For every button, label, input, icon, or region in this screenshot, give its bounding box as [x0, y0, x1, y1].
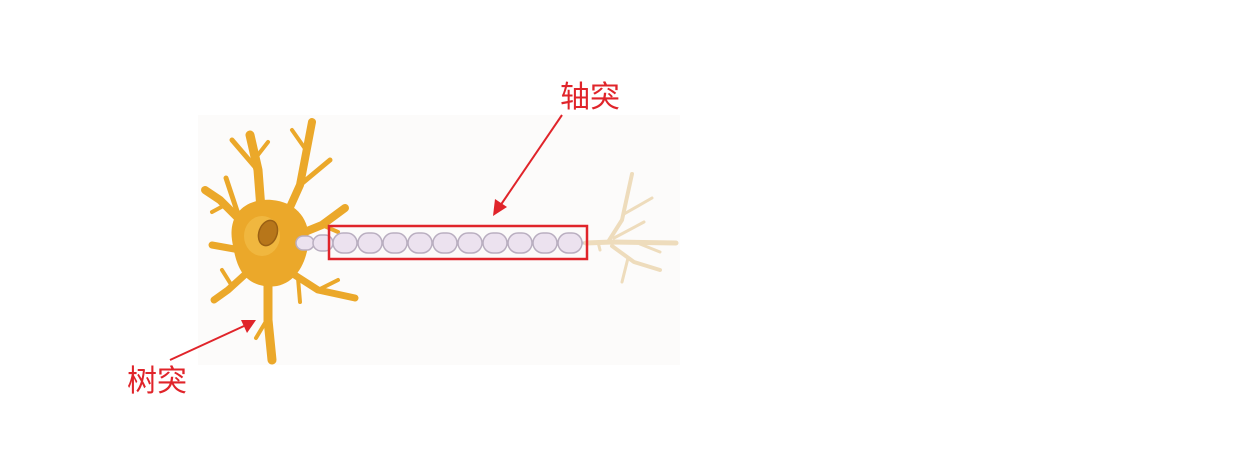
- myelin-segment: [457, 232, 483, 254]
- myelin-segment: [332, 232, 358, 254]
- myelin-segment: [432, 232, 458, 254]
- axon-label: 轴突: [560, 80, 620, 115]
- myelin-segment: [357, 232, 383, 254]
- myelin-sheath: [295, 232, 583, 254]
- axon-highlight-box: [327, 224, 589, 261]
- dendrite-arrow-head-icon: [241, 320, 256, 333]
- myelin-segment: [295, 235, 315, 251]
- axon: [295, 232, 596, 254]
- myelin-segment: [532, 232, 558, 254]
- myelin-segment: [482, 232, 508, 254]
- myelin-segment: [507, 232, 533, 254]
- dendrite-label: 树突: [127, 364, 187, 399]
- axon-arrow: [493, 114, 563, 216]
- nucleus: [257, 219, 279, 247]
- dendrite-arrow: [169, 320, 256, 361]
- axon-terminal: [583, 172, 679, 284]
- axon-arrow-head-icon: [493, 199, 507, 216]
- myelin-segment: [407, 232, 433, 254]
- myelin-segment: [382, 232, 408, 254]
- myelin-segment: [557, 232, 583, 254]
